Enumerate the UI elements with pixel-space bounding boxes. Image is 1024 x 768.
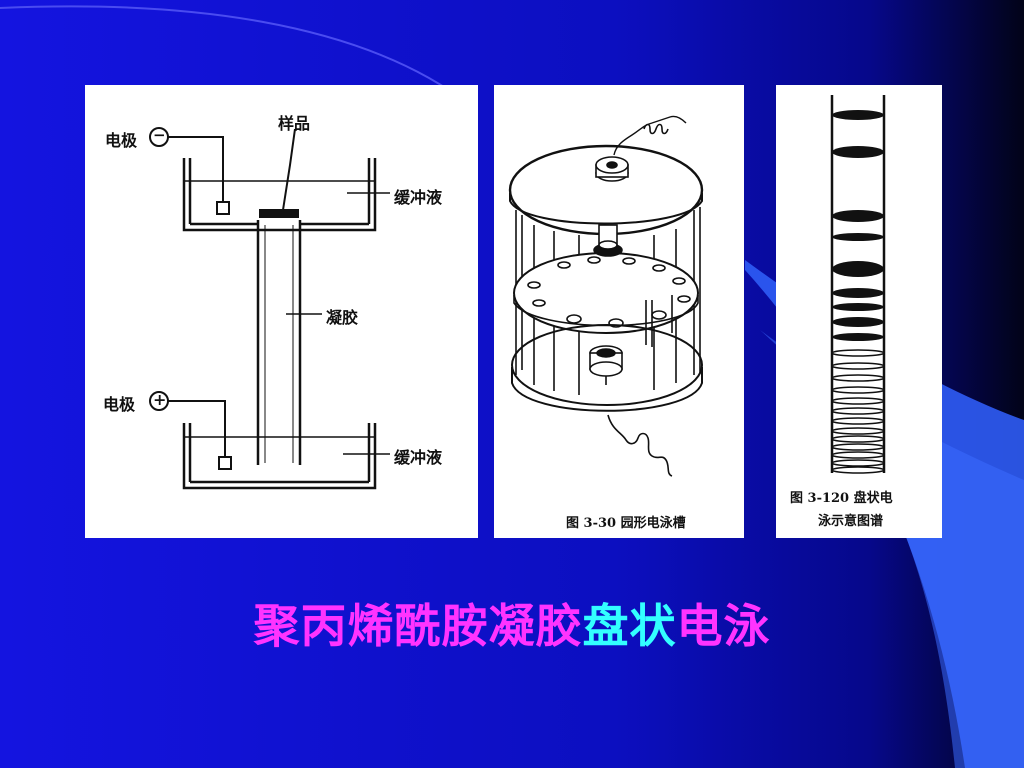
electrode-bottom-label: 电极 — [103, 395, 136, 414]
buffer-bottom-label: 缓冲液 — [394, 448, 443, 467]
disc-caption-line2: 泳示意图谱 — [818, 514, 884, 529]
electrode-top-label: 电极 — [105, 131, 138, 150]
slide-title-part1: 聚丙烯酰胺凝胶 — [253, 599, 583, 653]
circular-tank-drawing — [508, 115, 704, 477]
gel-apparatus-drawing — [149, 127, 390, 490]
negative-sign: − — [153, 126, 166, 144]
positive-sign: + — [153, 390, 167, 409]
slide-title: 聚丙烯酰胺凝胶盘状电泳 — [0, 590, 1024, 656]
buffer-top-label: 缓冲液 — [394, 188, 443, 207]
tank-caption: 图 3-30 园形电泳槽 — [566, 516, 686, 531]
disc-pattern-drawing — [830, 95, 886, 474]
disc-pattern-diagram: 图 3-120 盘状电 泳示意图谱 — [776, 85, 942, 538]
sample-label: 样品 — [278, 114, 311, 133]
slide-title-part2: 盘状 — [582, 599, 677, 653]
slide-title-part3: 电泳 — [676, 599, 771, 653]
disc-caption-line1: 图 3-120 盘状电 — [790, 491, 893, 506]
gel-label: 凝胶 — [326, 308, 359, 327]
circular-tank-diagram: 图 3-30 园形电泳槽 — [494, 85, 744, 538]
gel-apparatus-diagram: 样品 电极 − 缓冲液 凝胶 电极 + 缓冲液 — [85, 85, 478, 538]
